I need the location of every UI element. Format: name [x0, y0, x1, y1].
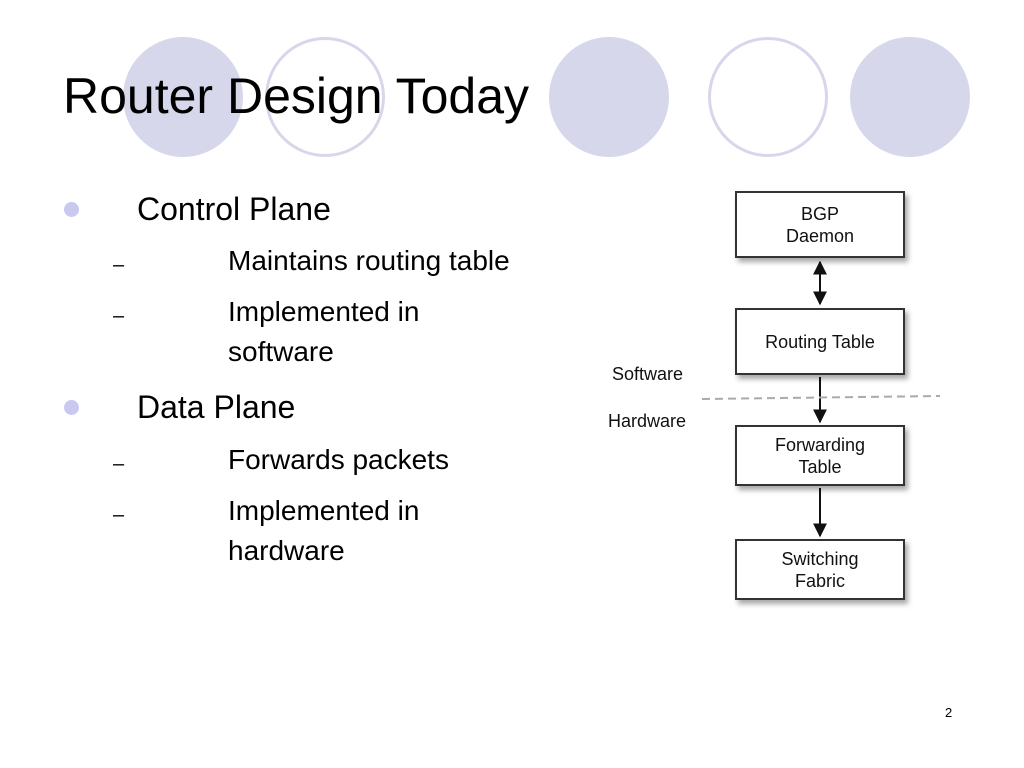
- bgp-daemon-box: BGP Daemon: [735, 191, 905, 258]
- routing-table-box: Routing Table: [735, 308, 905, 375]
- dash-icon: –: [113, 305, 125, 327]
- sub-bullet-implemented-in-hardware: Implemented in hardware: [228, 495, 420, 566]
- sub-bullet-implemented-in-software: Implemented in software: [228, 296, 420, 367]
- slide-title: Router Design Today: [63, 68, 530, 124]
- diagram-connectors: [701, 260, 941, 538]
- decorative-circle-5: [850, 37, 970, 157]
- router-diagram: BGP Daemon Routing Table Forwarding Tabl…: [600, 180, 950, 620]
- decorative-circle-2: [265, 37, 385, 157]
- bullet-dot-icon: [64, 400, 79, 415]
- software-label: Software: [612, 364, 684, 384]
- forwarding-table-box: Forwarding Table: [735, 425, 905, 486]
- dash-icon: –: [113, 254, 125, 276]
- bullet-list: Control Plane – Maintains routing table …: [0, 0, 600, 600]
- decorative-circle-4: [708, 37, 828, 157]
- sub-bullet-maintains-routing-table: Maintains routing table: [228, 245, 510, 276]
- bullet-dot-icon: [64, 202, 79, 217]
- dash-icon: –: [113, 453, 125, 475]
- slide-number: 2: [945, 705, 953, 720]
- sub-bullet-forwards-packets: Forwards packets: [228, 444, 449, 475]
- switching-fabric-box: Switching Fabric: [735, 539, 905, 600]
- bullet-control-plane: Control Plane: [137, 191, 331, 227]
- decorative-circle-1: [123, 37, 243, 157]
- software-hardware-divider: [701, 395, 941, 400]
- hardware-label: Hardware: [608, 411, 687, 431]
- bullet-data-plane: Data Plane: [137, 389, 296, 425]
- dash-icon: –: [113, 504, 125, 526]
- decorative-circle-3: [549, 37, 669, 157]
